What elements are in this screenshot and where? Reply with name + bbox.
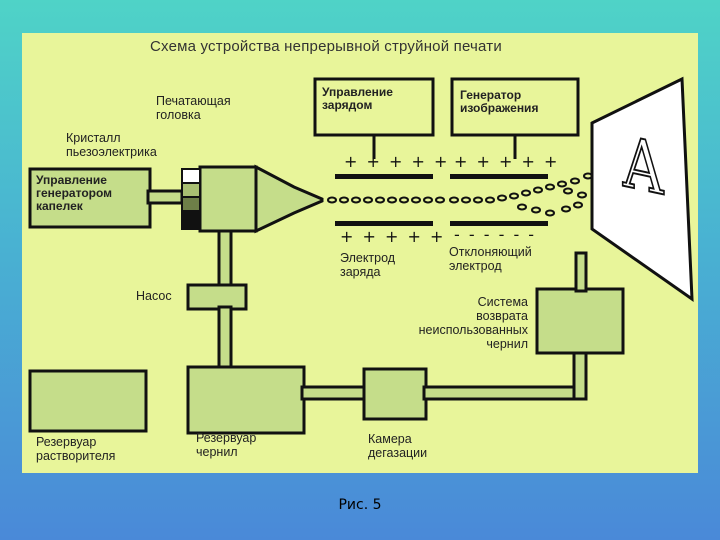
piezo-layer-4 — [181, 210, 201, 230]
drop-generator-control-block — [28, 167, 152, 229]
diagram-panel: Схема устройства непрерывной струйной пе… — [22, 33, 698, 473]
deflecting-electrode-bottom — [450, 221, 548, 226]
droplet — [387, 196, 397, 204]
droplet — [545, 209, 555, 217]
droplet — [411, 196, 421, 204]
ink-reservoir-label: Резервуар чернил — [196, 431, 257, 459]
pump-label: Насос — [136, 289, 172, 303]
droplet — [521, 189, 531, 197]
charge-control-label: Управление зарядом — [322, 85, 393, 112]
diagram-drawing — [28, 76, 694, 435]
plus-signs-top-left: + + + + + — [344, 152, 450, 171]
droplet — [399, 196, 409, 204]
droplet — [327, 196, 337, 204]
droplet — [485, 196, 495, 204]
diagram-title: Схема устройства непрерывной струйной пе… — [150, 38, 502, 55]
minus-signs-bottom-right: - - - - - - — [454, 225, 537, 244]
ink-reservoir-block — [186, 365, 306, 435]
print-head-nozzle — [254, 164, 324, 234]
piezo-layer-2 — [181, 182, 201, 198]
droplet — [375, 196, 385, 204]
pipe-pump-to-reservoir — [217, 305, 233, 371]
droplet — [473, 196, 483, 204]
media-letter: A — [622, 120, 664, 212]
droplet — [517, 203, 527, 211]
droplet — [351, 196, 361, 204]
pipe-head-to-pump — [217, 227, 233, 289]
droplet — [497, 194, 507, 202]
pipe-return-vertical — [572, 349, 588, 401]
pipe-control-to-crystal — [146, 189, 184, 205]
droplet — [435, 196, 445, 204]
droplet — [533, 186, 543, 194]
droplet — [423, 196, 433, 204]
droplet — [531, 206, 541, 214]
droplet — [577, 191, 587, 199]
piezo-crystal-label: Кристалл пьезоэлектрика — [66, 131, 157, 159]
degassing-chamber-label: Камера дегазации — [368, 432, 428, 460]
piezo-layer-1 — [181, 168, 201, 184]
droplet — [561, 205, 571, 213]
figure-caption: Рис. 5 — [338, 497, 382, 513]
pump-block — [186, 283, 248, 311]
plus-signs-top-right: + + + + + — [454, 152, 560, 171]
droplet — [570, 177, 580, 185]
droplet — [461, 196, 471, 204]
solvent-reservoir-label: Резервуар растворителя — [36, 435, 116, 463]
solvent-reservoir-block — [28, 369, 148, 433]
drop-generator-control-label: Управление генератором капелек — [36, 173, 113, 213]
droplet — [545, 183, 555, 191]
deflecting-electrode-top — [450, 174, 548, 179]
print-head-body — [198, 165, 258, 233]
degassing-chamber-block — [362, 367, 428, 421]
droplet — [563, 187, 573, 195]
pipe-return-to-media — [574, 251, 588, 293]
plus-signs-bottom-left: + + + + + — [340, 227, 446, 246]
droplet — [449, 196, 459, 204]
droplet — [557, 180, 567, 188]
droplet — [363, 196, 373, 204]
deflecting-electrode-label: Отклоняющий электрод — [449, 245, 532, 273]
charge-electrode-bottom — [335, 221, 433, 226]
image-generator-label: Генератор изображения — [460, 88, 539, 115]
charge-electrode-label: Электрод заряда — [340, 251, 396, 279]
droplet — [509, 192, 519, 200]
droplet — [339, 196, 349, 204]
piezo-layer-3 — [181, 196, 201, 212]
droplet — [573, 201, 583, 209]
pipe-reservoir-to-degassing — [300, 385, 366, 401]
print-head-label: Печатающая головка — [156, 94, 231, 122]
return-system-label: Система возврата неиспользованных чернил — [418, 295, 528, 351]
pipe-degassing-to-return-h — [422, 385, 586, 401]
charge-electrode-top — [335, 174, 433, 179]
return-system-block — [535, 287, 625, 355]
